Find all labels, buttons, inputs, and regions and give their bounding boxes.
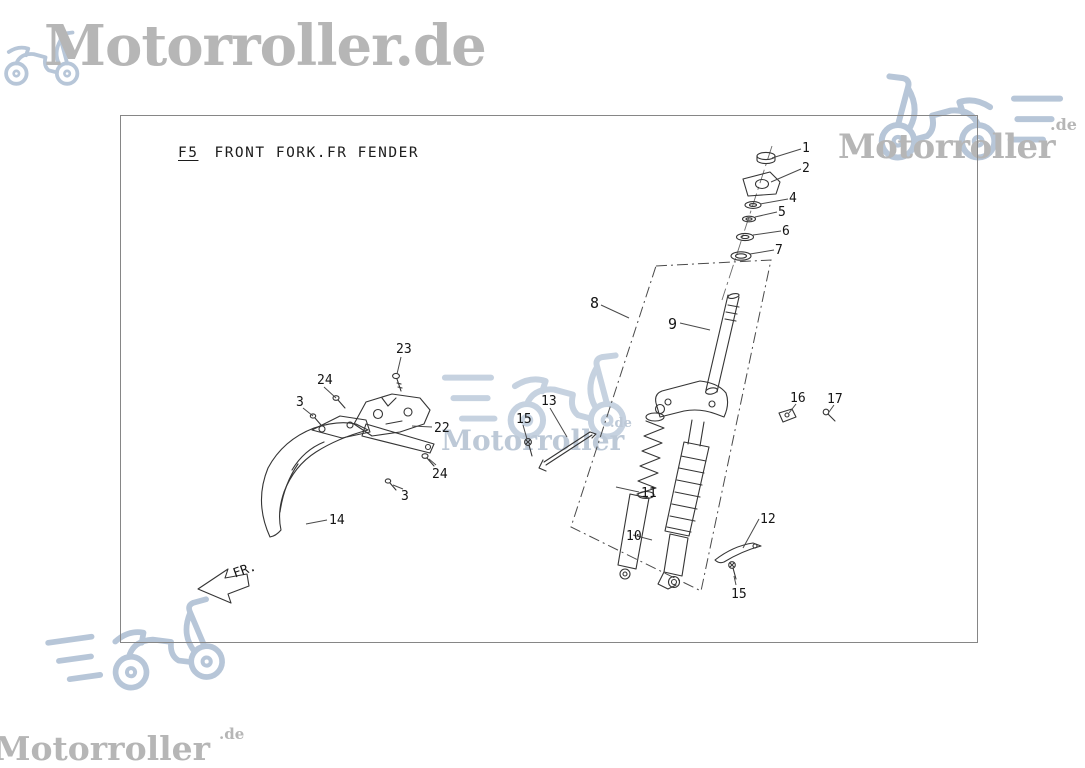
- diagram-title: F5 FRONT FORK.FR FENDER: [178, 145, 419, 161]
- part-number-callout: 16: [790, 391, 806, 406]
- watermark-suffix: .de: [1050, 115, 1077, 134]
- part-number-callout: 15: [731, 587, 747, 602]
- diagram-frame: [120, 115, 978, 643]
- part-number-callout: 13: [541, 394, 557, 409]
- part-number-callout: 9: [668, 315, 678, 333]
- part-number-callout: 1: [802, 141, 810, 156]
- part-number-callout: 14: [329, 513, 345, 528]
- part-number-callout: 8: [590, 294, 600, 312]
- part-number-callout: 6: [782, 224, 790, 239]
- part-number-callout: 5: [778, 205, 786, 220]
- part-number-callout: 22: [434, 421, 450, 436]
- diagram-code: F5: [178, 145, 199, 161]
- part-number-callout: 17: [827, 392, 843, 407]
- part-number-callout: 23: [396, 342, 412, 357]
- part-number-callout: 3: [296, 395, 304, 410]
- part-number-callout: 11: [641, 486, 657, 501]
- part-number-callout: 10: [626, 529, 642, 544]
- part-number-callout: 7: [775, 243, 783, 258]
- part-number-callout: 4: [789, 191, 797, 206]
- part-number-callout: 15: [516, 412, 532, 427]
- watermark-brand-text: Motorroller.de: [44, 13, 487, 79]
- part-number-callout: 24: [317, 373, 333, 388]
- diagram-title-text: FRONT FORK.FR FENDER: [214, 145, 420, 161]
- watermark-brand-text: Motorroller: [838, 127, 1056, 167]
- part-number-callout: 24: [432, 467, 448, 482]
- watermark-brand-text: Motorroller: [0, 729, 211, 768]
- part-number-callout: 3: [401, 489, 409, 504]
- part-number-callout: 12: [760, 512, 776, 527]
- watermark-suffix: .de: [219, 725, 245, 743]
- part-number-callout: 2: [802, 161, 810, 176]
